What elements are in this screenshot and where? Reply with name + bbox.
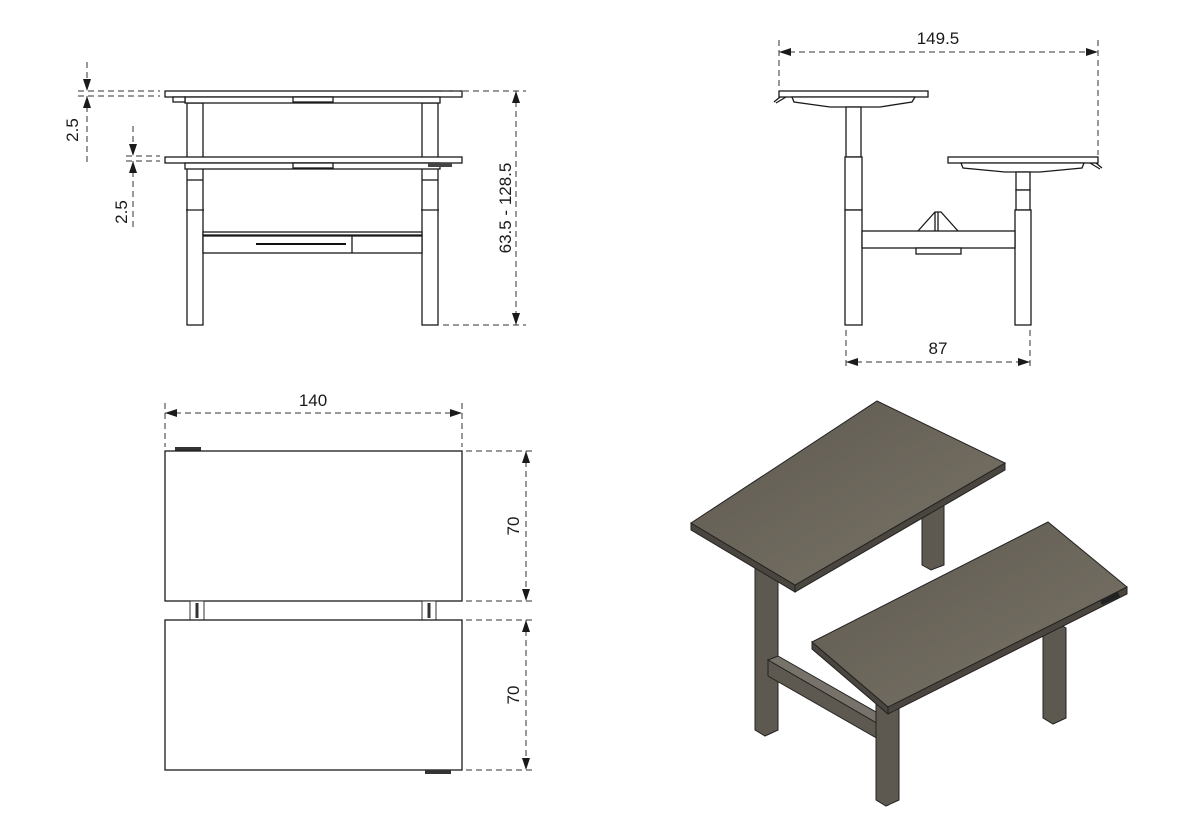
iso-lower-desktop [811, 521, 1128, 708]
front-crossbar [202, 231, 423, 236]
depth-lower-label: 70 [504, 686, 523, 705]
front-view: 63.5 - 128.5 2.5 2.5 [63, 62, 526, 326]
leg-spacing-label: 87 [929, 339, 948, 358]
height-range-label: 63.5 - 128.5 [496, 163, 515, 254]
side-upper-desktop [778, 90, 929, 98]
overall-depth-label: 149.5 [917, 29, 960, 48]
front-upper-desktop [164, 90, 463, 98]
depth-upper-label: 70 [504, 517, 523, 536]
side-right-leg [1014, 209, 1032, 326]
top-offset-label: 2.5 [63, 118, 82, 142]
iso-left-leg [754, 561, 779, 737]
top-view-upper-desktop [164, 450, 463, 602]
iso-upper-desktop [690, 400, 1007, 586]
lower-offset-label: 2.5 [112, 200, 131, 224]
front-left-leg [186, 102, 204, 326]
front-lower-desktop [164, 156, 463, 164]
side-left-leg [844, 209, 863, 326]
isometric-view [690, 400, 1128, 807]
top-view: 140 70 70 [164, 391, 535, 774]
side-crossbar [861, 230, 1016, 249]
width-label: 140 [299, 391, 327, 410]
front-right-leg [421, 102, 439, 326]
top-view-lower-desktop [164, 619, 463, 771]
side-view: 149.5 87 [773, 29, 1103, 370]
side-lower-desktop [947, 156, 1099, 164]
